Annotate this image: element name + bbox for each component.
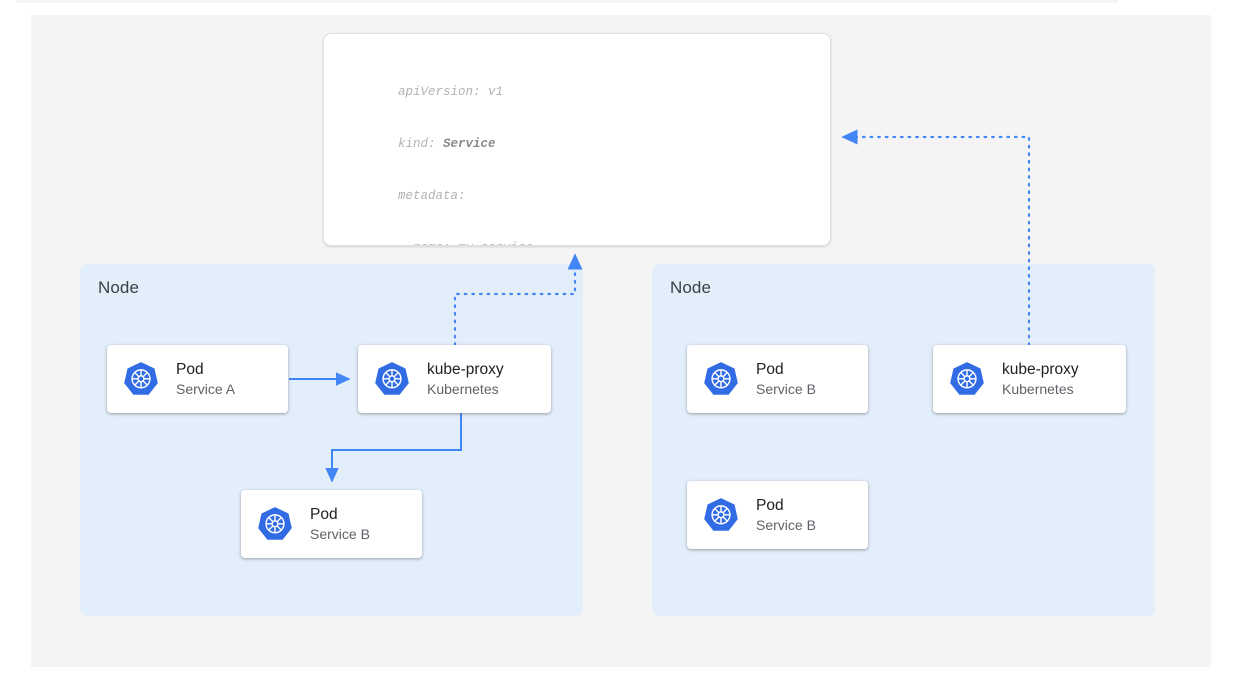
service-yaml-text: apiVersion: v1 kind: Service metadata: n… [398, 49, 706, 245]
card-text-block: Pod Service B [756, 496, 816, 535]
top-edge-strip [16, 0, 1118, 3]
kubernetes-icon [375, 362, 409, 395]
card-text-block: Pod Service B [756, 360, 816, 399]
card-title: kube-proxy [1002, 360, 1079, 378]
node-container-right: Node [652, 264, 1155, 616]
service-yaml-card: apiVersion: v1 kind: Service metadata: n… [323, 33, 831, 246]
node-label-left: Node [98, 278, 140, 297]
kubernetes-icon [124, 362, 158, 395]
kubernetes-icon [950, 362, 984, 395]
yaml-kind-value: Service [443, 137, 496, 152]
yaml-line-kind: kind: Service [398, 136, 706, 153]
card-text-block: Pod Service A [176, 360, 235, 399]
card-subtitle: Service B [310, 525, 370, 542]
card-pod-service-b-right-bottom[interactable]: Pod Service B [687, 481, 868, 549]
kubernetes-icon [704, 362, 738, 395]
card-subtitle: Service A [176, 380, 236, 397]
card-pod-service-a[interactable]: Pod Service A [107, 345, 288, 413]
card-title: kube-proxy [427, 360, 504, 378]
card-pod-service-b-left[interactable]: Pod Service B [241, 490, 422, 558]
node-container-left: Node [80, 264, 583, 616]
yaml-line-metadata: metadata: [398, 189, 466, 204]
card-title: Pod [756, 360, 784, 378]
card-pod-service-b-right-top[interactable]: Pod Service B [687, 345, 868, 413]
card-kube-proxy-right[interactable]: kube-proxy Kubernetes [933, 345, 1126, 413]
yaml-line-apiversion: apiVersion: v1 [398, 84, 504, 99]
card-title: Pod [310, 505, 338, 523]
kubernetes-icon [704, 498, 738, 531]
card-text-block: kube-proxy Kubernetes [427, 360, 504, 399]
yaml-line-name: name: my-service [398, 240, 706, 245]
yaml-kind-key: kind: [398, 137, 444, 152]
card-subtitle: Kubernetes [427, 380, 499, 397]
node-label-right: Node [670, 278, 712, 297]
card-text-block: kube-proxy Kubernetes [1002, 360, 1079, 399]
card-title: Pod [756, 496, 784, 514]
card-subtitle: Kubernetes [1002, 380, 1074, 397]
card-title: Pod [176, 360, 204, 378]
card-text-block: Pod Service B [310, 505, 370, 544]
kubernetes-icon [258, 507, 292, 540]
card-subtitle: Service B [756, 380, 816, 397]
card-subtitle: Service B [756, 516, 816, 533]
card-kube-proxy-left[interactable]: kube-proxy Kubernetes [358, 345, 551, 413]
